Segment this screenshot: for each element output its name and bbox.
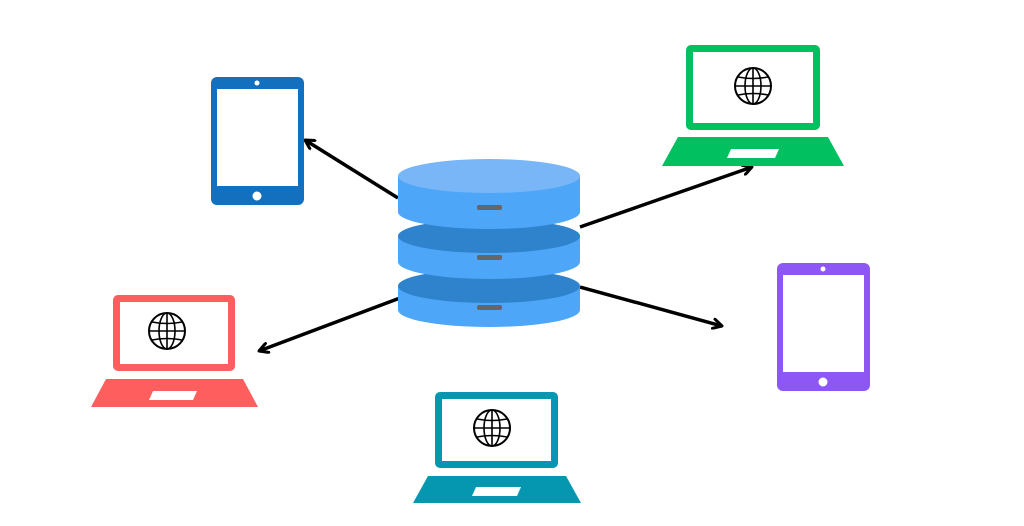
- arrow-to-laptop-red: [259, 296, 401, 351]
- laptop-globe-icon: [413, 392, 581, 503]
- edges: [259, 140, 752, 351]
- laptop-globe-icon: [662, 45, 844, 166]
- tablet-icon: [777, 263, 870, 391]
- arrow-to-tablet-purple: [579, 285, 722, 326]
- laptop-globe-icon: [91, 295, 258, 407]
- tablet-icon: [211, 77, 304, 205]
- arrow-to-tablet-blue: [305, 140, 399, 200]
- arrow-to-laptop-green: [579, 167, 752, 229]
- database-icon: [398, 159, 580, 327]
